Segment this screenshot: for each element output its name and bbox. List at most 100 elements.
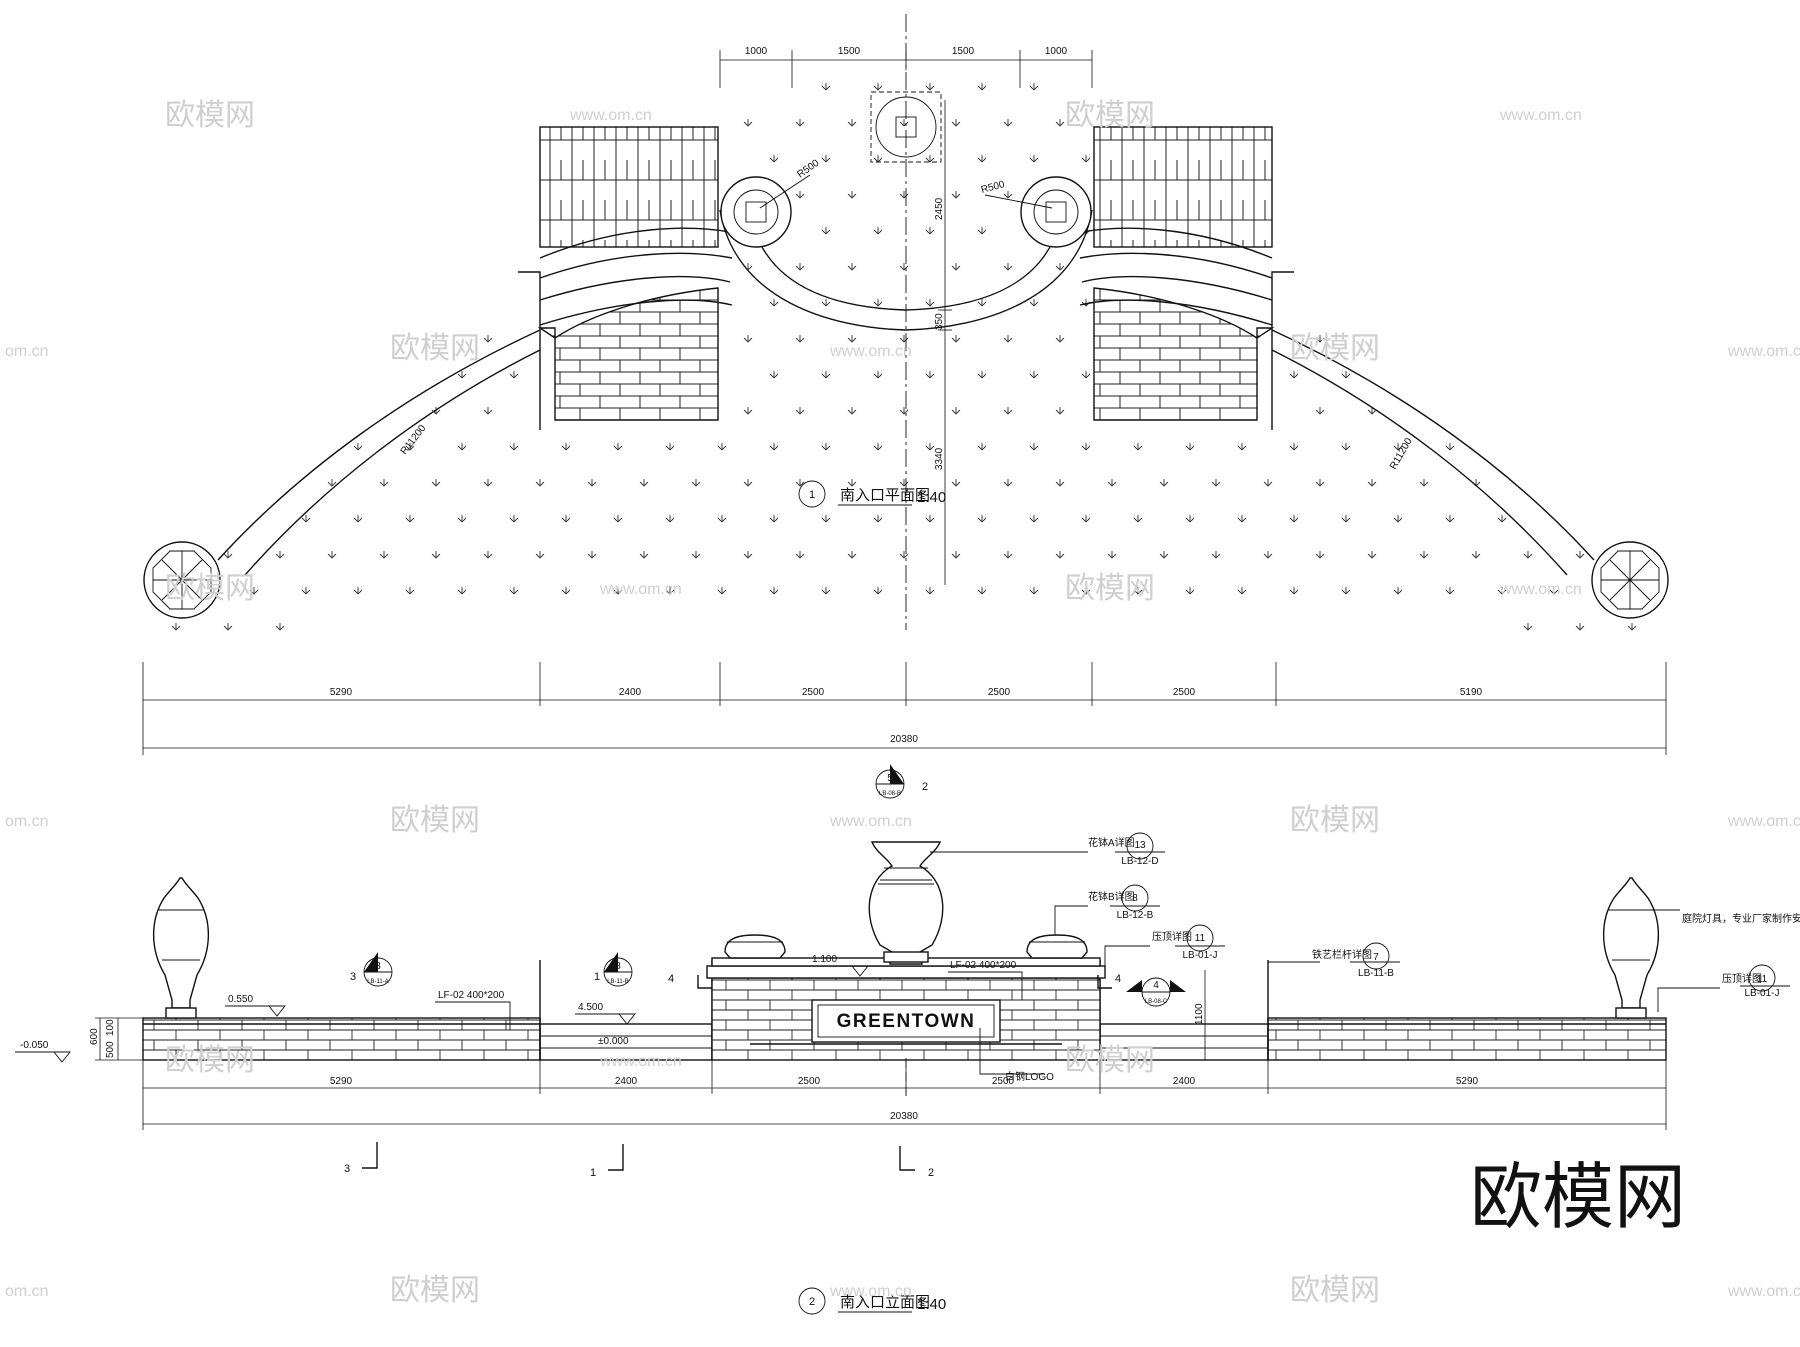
- grass-symbol: [1315, 551, 1325, 559]
- plan-dim-total: 20380: [890, 734, 918, 745]
- level-0550: 0.550: [228, 994, 253, 1005]
- grass-symbol: [821, 443, 831, 451]
- grass-symbol: [925, 299, 935, 307]
- watermarks: 欧模网 www.om.cn 欧模网 www.om.cn om.cn 欧模网 ww…: [5, 99, 1800, 1307]
- grass-symbol: [769, 587, 779, 595]
- grass-symbol: [743, 479, 753, 487]
- grass-symbol: [821, 587, 831, 595]
- plan-vertical-dimensions: 2450 350 3340: [934, 100, 952, 585]
- grass-symbol: [847, 407, 857, 415]
- grass-symbol: [1497, 515, 1507, 523]
- wm-5: 欧模网: [165, 572, 255, 605]
- elev-dim-6: 5290: [1456, 1076, 1479, 1087]
- grass-symbol: [535, 551, 545, 559]
- grass-symbol: [795, 407, 805, 415]
- plan-title-text: 南入口平面图: [840, 487, 930, 504]
- grass-symbol: [1159, 551, 1169, 559]
- cut-4-right: 4: [1115, 973, 1121, 985]
- grass-symbol: [587, 551, 597, 559]
- grass-symbol: [1393, 515, 1403, 523]
- brand-logo-large: 欧模网: [1470, 1158, 1686, 1238]
- grass-symbol: [1549, 587, 1559, 595]
- grass-symbol: [1003, 119, 1013, 127]
- grass-symbol: [795, 551, 805, 559]
- grass-symbol: [405, 587, 415, 595]
- grass-symbol: [275, 551, 285, 559]
- grass-symbol: [1185, 587, 1195, 595]
- grass-symbol: [509, 515, 519, 523]
- grass-symbol: [1133, 587, 1143, 595]
- grass-symbol: [925, 83, 935, 91]
- level-zero: ±0.000: [598, 1036, 629, 1047]
- grass-symbol: [1341, 443, 1351, 451]
- grass-symbol: [223, 551, 233, 559]
- elev-dim-total: 20380: [890, 1111, 918, 1122]
- sign-plate: [811, 999, 1001, 1043]
- wm-url-6: www.om.cn: [1499, 581, 1582, 598]
- wm-6: 欧模网: [1065, 572, 1155, 605]
- grass-symbol: [509, 443, 519, 451]
- material-center: LF-02 400*200: [950, 960, 1017, 971]
- level-marks: -0.050 0.550 4.500 ±0.000 1.100: [15, 954, 869, 1063]
- grass-symbol: [1471, 551, 1481, 559]
- grass-symbol: [743, 407, 753, 415]
- grass-symbol: [1029, 515, 1039, 523]
- grass-symbol: [899, 191, 909, 199]
- vdim-100: 100: [105, 1019, 116, 1036]
- grass-symbol: [821, 515, 831, 523]
- radius-label-1: R500: [795, 157, 821, 180]
- section-2-sheet: LB-08-B: [879, 791, 901, 797]
- grass-symbol: [925, 371, 935, 379]
- octagon-planter-right: [1591, 541, 1669, 619]
- grass-symbol: [483, 479, 493, 487]
- grass-symbol: [977, 227, 987, 235]
- grass-symbol: [1211, 479, 1221, 487]
- grass-symbol: [1055, 335, 1065, 343]
- left-paving-lower: [537, 287, 719, 421]
- grass-symbol: [1029, 587, 1039, 595]
- grass-symbol: [925, 155, 935, 163]
- callout-4-num: 7: [1373, 952, 1379, 963]
- elevation-title-scale: 1:40: [917, 1296, 946, 1313]
- grass-symbol: [951, 119, 961, 127]
- plan-dim-4: 2500: [988, 687, 1011, 698]
- right-paving-lower: [1093, 287, 1275, 421]
- grass-symbol: [1081, 443, 1091, 451]
- wm-url-11: www.om.cn: [829, 1283, 912, 1300]
- wm-url-5: www.om.cn: [599, 581, 682, 598]
- grass-symbol: [821, 227, 831, 235]
- grass-symbol: [613, 515, 623, 523]
- grass-symbol: [873, 443, 883, 451]
- grass-symbol: [1003, 335, 1013, 343]
- wm-url-3: www.om.cn: [829, 343, 912, 360]
- grass-symbol: [1081, 155, 1091, 163]
- grass-hatch: [171, 83, 1637, 631]
- wm-url-9: www.om.cn: [599, 1053, 682, 1070]
- grass-symbol: [1107, 479, 1117, 487]
- grass-symbol: [743, 335, 753, 343]
- grass-symbol: [1107, 551, 1117, 559]
- plan-pillars: [720, 91, 1092, 248]
- grass-symbol: [873, 83, 883, 91]
- finial-left: [152, 877, 210, 1019]
- grass-symbol: [925, 515, 935, 523]
- wm-1: 欧模网: [165, 99, 255, 132]
- grass-symbol: [691, 551, 701, 559]
- level-minus: -0.050: [20, 1040, 49, 1051]
- grass-symbol: [977, 299, 987, 307]
- grass-symbol: [1055, 551, 1065, 559]
- grass-symbol: [899, 551, 909, 559]
- plan-title-scale: 1:40: [917, 489, 946, 506]
- grass-symbol: [1003, 263, 1013, 271]
- grass-symbol: [1393, 443, 1403, 451]
- callout-4-text: 铁艺栏杆详图: [1312, 948, 1372, 961]
- grass-symbol: [171, 623, 181, 631]
- grass-symbol: [1289, 371, 1299, 379]
- wm-10: 欧模网: [1065, 1044, 1155, 1077]
- elevation-title-text: 南入口立面图: [840, 1294, 930, 1311]
- sign-text: GREENTOWN: [837, 1011, 976, 1032]
- wm-short-3: om.cn: [5, 1283, 49, 1300]
- plan-bottom-dimensions: 5290 2400 2500 2500 2500 5190 20380: [142, 662, 1667, 755]
- callout-1-num: 13: [1134, 840, 1146, 851]
- grass-symbol: [951, 335, 961, 343]
